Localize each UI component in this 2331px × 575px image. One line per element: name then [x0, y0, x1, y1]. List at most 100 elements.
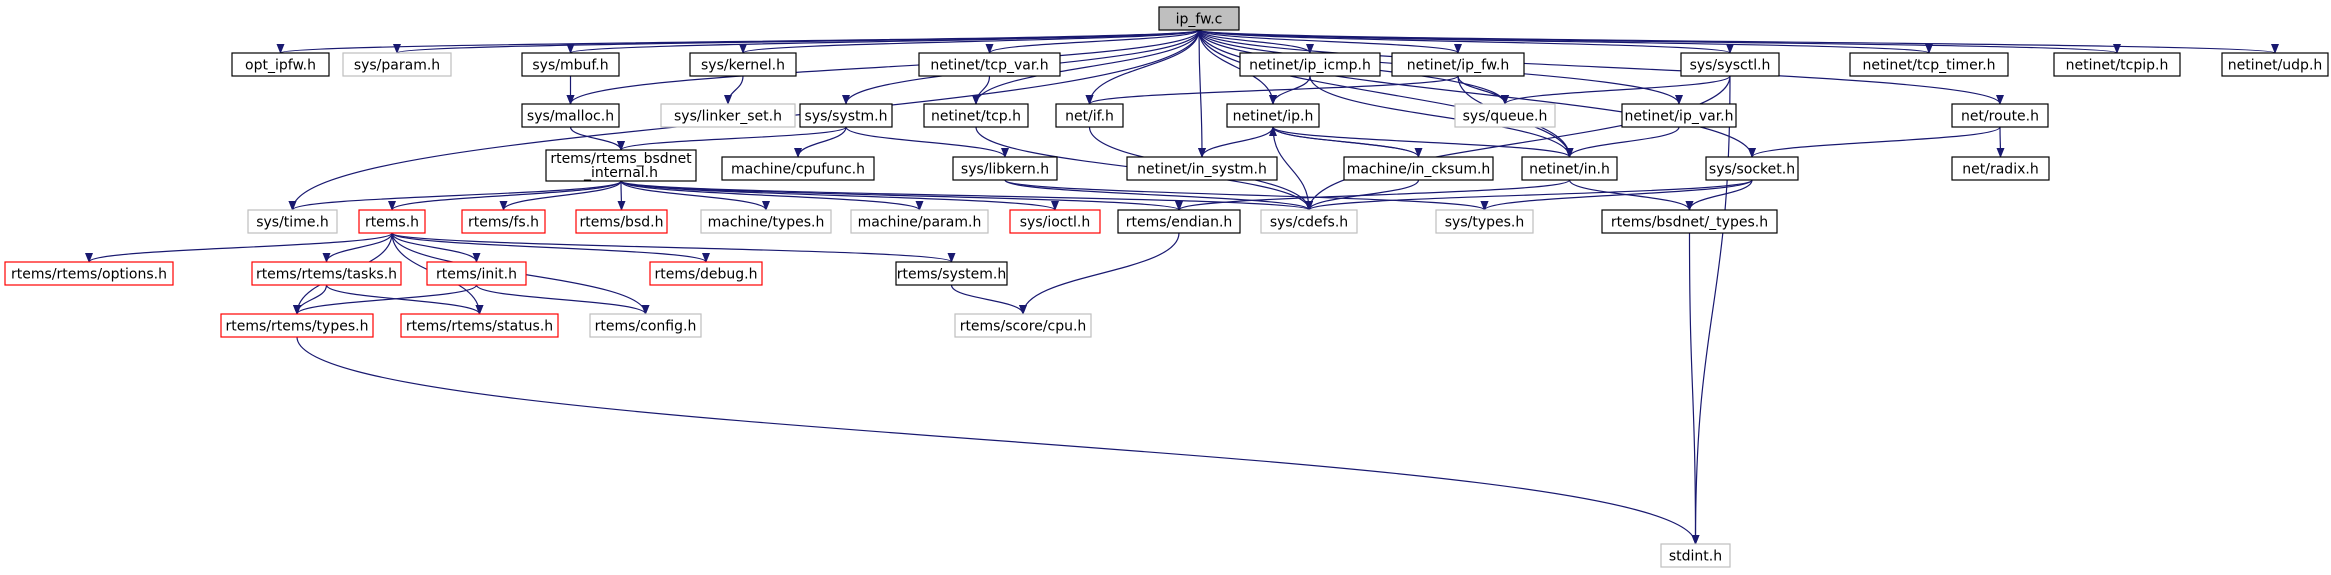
edge-rtems_bsdnet_internal-to-sys_ioctl	[620, 180, 1059, 211]
edge-netinet_ip-to-netinet_in_systm	[1198, 126, 1274, 158]
node-sys-systm[interactable]: sys/systm.h	[799, 103, 893, 128]
node-net-route[interactable]: net/route.h	[1951, 103, 2049, 128]
node-netinet-ip[interactable]: netinet/ip.h	[1226, 103, 1320, 128]
node-box	[400, 313, 559, 338]
node-sys-cdefs[interactable]: sys/cdefs.h	[1260, 209, 1358, 234]
edge-sys_socket-to-sys_types	[1480, 179, 1753, 211]
node-netinet-tcp-var[interactable]: netinet/tcp_var.h	[918, 52, 1061, 77]
node-machine-in-cksum[interactable]: machine/in_cksum.h	[1343, 156, 1494, 181]
edge-ip_fw_c-to-netinet_tcp_var	[985, 29, 1200, 54]
node-label: netinet/tcpip.h	[2066, 58, 2169, 74]
node-netinet-tcpip[interactable]: netinet/tcpip.h	[2053, 52, 2181, 77]
node-box	[1391, 52, 1525, 77]
edge-netinet_tcp_var-to-netinet_tcp	[972, 75, 991, 105]
node-sys-mbuf[interactable]: sys/mbuf.h	[521, 52, 620, 77]
node-rtems-bsdnet-internal[interactable]: rtems/rtems_bsdnet_internal.h	[545, 149, 697, 182]
edge-netinet_ip_icmp-to-netinet_in	[1309, 75, 1574, 158]
node-label: rtems/rtems_bsdnet_internal.h	[550, 151, 692, 181]
node-rtems-debug[interactable]: rtems/debug.h	[649, 261, 763, 286]
node-rtems-config[interactable]: rtems/config.h	[589, 313, 702, 338]
node-box	[918, 52, 1061, 77]
edge-rtems_bsdnet_internal-to-sys_time	[288, 180, 622, 211]
node-label: sys/ioctl.h	[1020, 215, 1090, 231]
node-net-radix[interactable]: net/radix.h	[1951, 156, 2050, 181]
node-ip-fw-c[interactable]: ip_fw.c	[1158, 6, 1240, 31]
node-stdint[interactable]: stdint.h	[1660, 543, 1731, 568]
edge-netinet_ip_fw-to-sys_queue	[1457, 75, 1509, 105]
node-box	[1126, 156, 1278, 181]
edge-rtems_h-to-rtems_rtems_options	[85, 232, 393, 263]
node-netinet-udp[interactable]: netinet/udp.h	[2221, 52, 2329, 77]
node-netinet-tcp-timer[interactable]: netinet/tcp_timer.h	[1849, 52, 2009, 77]
edge-ip_fw_c-to-sys_socket	[1198, 29, 1756, 158]
node-label: netinet/in.h	[1529, 162, 1610, 178]
node-machine-cpufunc[interactable]: machine/cpufunc.h	[721, 156, 875, 181]
node-rtems-score-cpu[interactable]: rtems/score/cpu.h	[954, 313, 1092, 338]
node-sys-queue[interactable]: sys/queue.h	[1454, 103, 1556, 128]
node-sys-linker-set[interactable]: sys/linker_set.h	[660, 103, 796, 128]
node-netinet-ip-var[interactable]: netinet/ip_var.h	[1621, 103, 1737, 128]
node-sys-kernel[interactable]: sys/kernel.h	[689, 52, 797, 77]
node-sys-ioctl[interactable]: sys/ioctl.h	[1009, 209, 1101, 234]
node-sys-time[interactable]: sys/time.h	[247, 209, 338, 234]
edge-ip_fw_c-to-net_route	[1198, 29, 2004, 105]
node-machine-types[interactable]: machine/types.h	[700, 209, 832, 234]
edge-ip_fw_c-to-sys_mbuf	[566, 29, 1200, 54]
node-box	[2053, 52, 2181, 77]
edge-ip_fw_c-to-sys_sysctl	[1198, 29, 1734, 54]
node-netinet-in-systm[interactable]: netinet/in_systm.h	[1126, 156, 1278, 181]
node-netinet-ip-fw[interactable]: netinet/ip_fw.h	[1391, 52, 1525, 77]
node-box	[1343, 156, 1494, 181]
node-label: rtems/rtems/tasks.h	[256, 267, 397, 283]
node-box	[521, 52, 620, 77]
edge-rtems_h-to-rtems_init	[391, 232, 481, 263]
node-label: rtems/bsdnet/_types.h	[1611, 215, 1768, 231]
node-sys-types[interactable]: sys/types.h	[1435, 209, 1534, 234]
node-sys-param[interactable]: sys/param.h	[342, 52, 452, 77]
edge-machine_in_cksum-to-netinet_ip	[1269, 126, 1420, 158]
node-box	[1454, 103, 1556, 128]
node-rtems-fs[interactable]: rtems/fs.h	[461, 209, 546, 234]
edge-sys_sysctl-to-sys_cdefs	[1305, 75, 1731, 211]
node-netinet-tcp[interactable]: netinet/tcp.h	[923, 103, 1029, 128]
node-rtems-bsd[interactable]: rtems/bsd.h	[575, 209, 668, 234]
node-label: netinet/ip_fw.h	[1407, 58, 1510, 74]
node-sys-sysctl[interactable]: sys/sysctl.h	[1680, 52, 1780, 77]
node-rtems-rtems-status[interactable]: rtems/rtems/status.h	[400, 313, 559, 338]
node-box	[649, 261, 763, 286]
node-rtems-init[interactable]: rtems/init.h	[426, 261, 527, 286]
node-label: netinet/tcp_var.h	[930, 58, 1048, 74]
node-rtems-rtems-tasks[interactable]: rtems/rtems/tasks.h	[251, 261, 402, 286]
node-sys-socket[interactable]: sys/socket.h	[1705, 156, 1799, 181]
node-label: sys/libkern.h	[961, 162, 1049, 178]
node-rtems-endian[interactable]: rtems/endian.h	[1117, 209, 1241, 234]
node-rtems-rtems-types[interactable]: rtems/rtems/types.h	[220, 313, 374, 338]
node-sys-libkern[interactable]: sys/libkern.h	[952, 156, 1058, 181]
node-label: rtems/system.h	[897, 267, 1006, 283]
edge-sys_systm-to-sys_libkern	[845, 126, 1009, 158]
node-label: sys/queue.h	[1463, 109, 1548, 125]
node-label: machine/types.h	[708, 215, 825, 231]
node-rtems-h[interactable]: rtems.h	[358, 209, 426, 234]
node-label: sys/sysctl.h	[1690, 58, 1771, 74]
node-netinet-in[interactable]: netinet/in.h	[1521, 156, 1618, 181]
node-box	[2221, 52, 2329, 77]
node-label: net/if.h	[1065, 109, 1114, 125]
node-label: ip_fw.c	[1176, 12, 1223, 28]
node-rtems-rtems-options[interactable]: rtems/rtems/options.h	[4, 261, 174, 286]
node-net-if[interactable]: net/if.h	[1055, 103, 1124, 128]
node-box	[1158, 6, 1240, 31]
edge-rtems_system-to-rtems_score_cpu	[950, 284, 1027, 315]
node-netinet-ip-icmp[interactable]: netinet/ip_icmp.h	[1239, 52, 1381, 77]
node-rtems-system[interactable]: rtems/system.h	[895, 261, 1008, 286]
node-opt-ipfw[interactable]: opt_ipfw.h	[231, 52, 330, 77]
node-rtems-bsdnet-types[interactable]: rtems/bsdnet/_types.h	[1601, 209, 1778, 234]
node-label: sys/param.h	[354, 58, 440, 74]
node-box	[220, 313, 374, 338]
node-sys-malloc[interactable]: sys/malloc.h	[521, 103, 620, 128]
node-label: rtems/bsd.h	[580, 215, 664, 231]
node-box	[1521, 156, 1618, 181]
node-machine-param[interactable]: machine/param.h	[850, 209, 989, 234]
node-label: netinet/in_systm.h	[1137, 162, 1267, 178]
